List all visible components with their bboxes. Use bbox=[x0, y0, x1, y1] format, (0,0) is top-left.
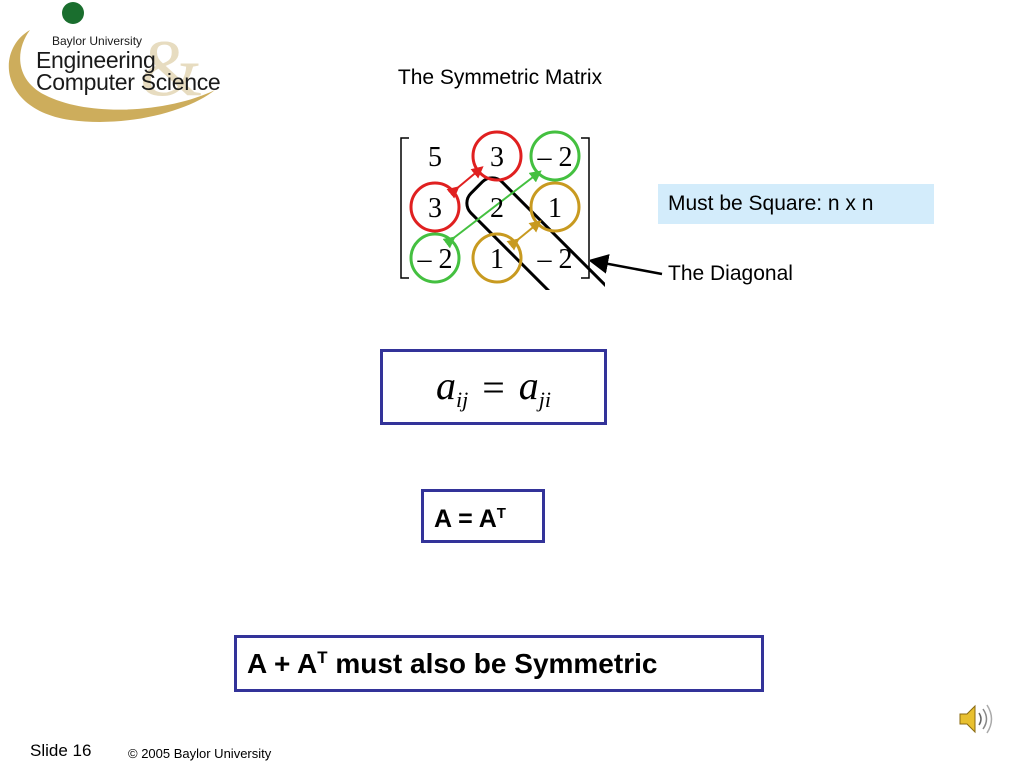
slide-title: The Symmetric Matrix bbox=[397, 66, 603, 89]
left-bracket bbox=[400, 137, 409, 279]
slide-number: Slide 16 bbox=[30, 741, 92, 760]
symmetric-matrix: 5 3 – 2 3 2 1 – 2 1 – 2 bbox=[395, 118, 651, 362]
logo-engineering: Engineering bbox=[36, 47, 156, 73]
square-requirement-callout: Must be Square: n x n bbox=[658, 184, 934, 224]
entry-r1c3: – 2 bbox=[537, 142, 573, 173]
logo-university: Baylor University bbox=[52, 34, 143, 48]
entry-r1c1: 5 bbox=[428, 142, 442, 173]
copyright: © 2005 Baylor University bbox=[128, 746, 272, 761]
entry-r2c1: 3 bbox=[428, 193, 442, 224]
entry-r3c2: 1 bbox=[490, 244, 504, 275]
baylor-ecs-logo: & Baylor University Engineering Computer… bbox=[0, 0, 240, 130]
symmetry-formula: aij = aji bbox=[380, 349, 607, 425]
transpose-equality: A = AT bbox=[421, 489, 545, 543]
gold-arrow bbox=[506, 220, 542, 251]
entry-r3c1: – 2 bbox=[417, 244, 453, 275]
entry-r1c2: 3 bbox=[490, 142, 504, 173]
speaker-icon[interactable] bbox=[955, 700, 995, 738]
circle-r1c3 bbox=[529, 130, 581, 182]
right-bracket bbox=[581, 137, 590, 279]
circle-r3c1 bbox=[409, 232, 461, 284]
entry-r2c3: 1 bbox=[548, 193, 562, 224]
entry-r2c2: 2 bbox=[490, 193, 504, 224]
green-arrow bbox=[442, 170, 542, 249]
formula-lhs: aij bbox=[435, 362, 469, 412]
diagonal-outline bbox=[465, 176, 651, 362]
formula-equals: = bbox=[482, 364, 505, 410]
formula-rhs: aji bbox=[518, 362, 552, 412]
matrix-graphic: 5 3 – 2 3 2 1 – 2 1 – 2 bbox=[400, 130, 651, 362]
logo-green-dot bbox=[62, 2, 84, 24]
logo-computer-science: Computer Science bbox=[36, 69, 221, 95]
sum-symmetric-statement: A + AT must also be Symmetric bbox=[234, 635, 764, 692]
logo-ampersand: & bbox=[140, 25, 202, 113]
diagonal-label: The Diagonal bbox=[668, 262, 793, 285]
entry-r3c3: – 2 bbox=[537, 244, 573, 275]
diagonal-pointer-arrow bbox=[590, 254, 663, 276]
logo-swoosh-graphic: & bbox=[8, 2, 216, 122]
